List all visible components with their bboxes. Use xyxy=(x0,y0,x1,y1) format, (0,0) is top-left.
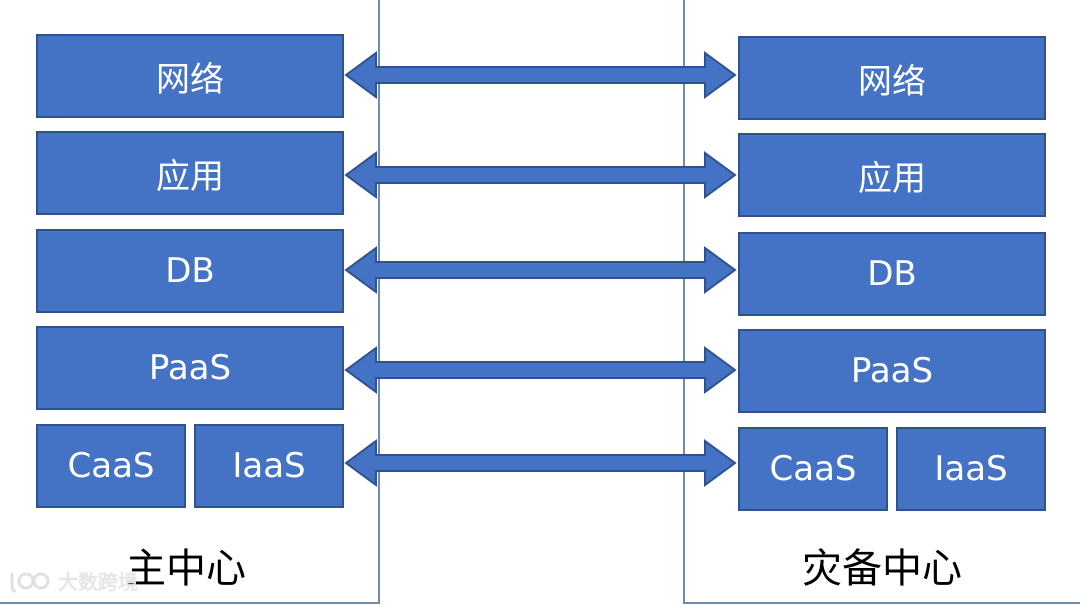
paas-sync-arrow xyxy=(344,346,737,394)
primary-caas-layer: CaaS xyxy=(36,424,186,508)
network-sync-arrow xyxy=(344,51,737,99)
dr-network-layer: 网络 xyxy=(738,36,1046,120)
primary-paas-layer: PaaS xyxy=(36,326,344,410)
dr-paas-layer: PaaS xyxy=(738,329,1046,413)
dr-db-layer: DB xyxy=(738,232,1046,316)
primary-db-layer: DB xyxy=(36,229,344,313)
application-sync-arrow xyxy=(344,151,737,199)
logo-icon xyxy=(10,572,50,592)
primary-center-label: 主中心 xyxy=(126,546,246,592)
primary-network-layer: 网络 xyxy=(36,34,344,118)
db-sync-arrow xyxy=(344,246,737,294)
watermark-text: 大数跨境 xyxy=(58,570,138,594)
dr-center-label: 灾备中心 xyxy=(802,546,962,592)
dr-caas-layer: CaaS xyxy=(738,427,888,511)
dr-application-layer: 应用 xyxy=(738,133,1046,217)
watermark: 大数跨境 xyxy=(8,566,138,595)
primary-application-layer: 应用 xyxy=(36,131,344,215)
dr-iaas-layer: IaaS xyxy=(896,427,1046,511)
caas-iaas-sync-arrow xyxy=(344,439,737,487)
primary-iaas-layer: IaaS xyxy=(194,424,344,508)
